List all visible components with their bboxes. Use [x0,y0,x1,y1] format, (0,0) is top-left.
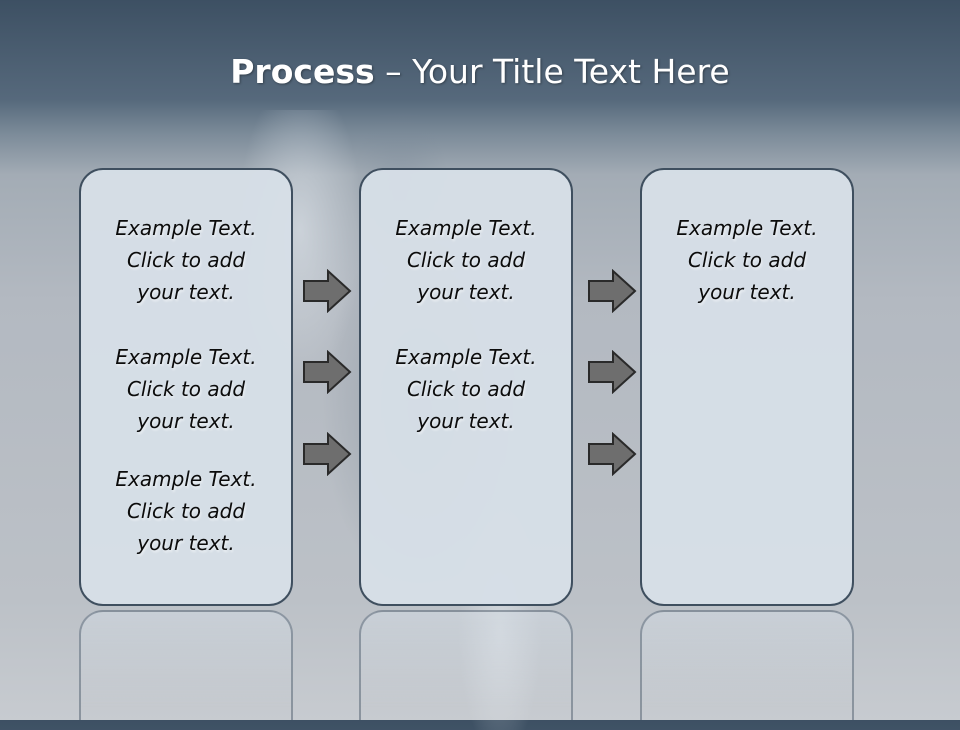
right-arrow-icon [303,432,352,476]
text-line: your text. [417,280,515,304]
text-block[interactable]: Example Text. Click to add your text. [81,463,291,559]
box-reflection [359,610,573,720]
text-line: Click to add [126,499,246,523]
box-reflection [640,610,854,720]
text-line: Click to add [126,248,246,272]
text-line: your text. [137,531,235,555]
text-block[interactable]: Example Text. Click to add your text. [81,341,291,437]
text-line: Click to add [687,248,807,272]
text-line: Example Text. [115,216,257,240]
text-line: Example Text. [115,345,257,369]
text-block[interactable]: Example Text. Click to add your text. [81,212,291,308]
process-box-3[interactable]: Example Text. Click to add your text. [640,168,854,606]
process-box-1[interactable]: Example Text. Click to add your text. Ex… [79,168,293,606]
text-line: Example Text. [395,216,537,240]
text-block[interactable]: Example Text. Click to add your text. [361,212,571,308]
text-block[interactable]: Example Text. Click to add your text. [361,341,571,437]
text-line: Click to add [406,377,526,401]
title-rest: – Your Title Text Here [374,52,730,91]
text-block[interactable]: Example Text. Click to add your text. [642,212,852,308]
text-line: your text. [417,409,515,433]
right-arrow-icon [303,350,352,394]
box-reflection [79,610,293,720]
right-arrow-icon [588,269,637,313]
right-arrow-icon [588,432,637,476]
text-line: Example Text. [395,345,537,369]
text-line: your text. [698,280,796,304]
text-line: Example Text. [676,216,818,240]
text-line: your text. [137,280,235,304]
text-line: Example Text. [115,467,257,491]
text-line: your text. [137,409,235,433]
text-line: Click to add [126,377,246,401]
process-box-2[interactable]: Example Text. Click to add your text. Ex… [359,168,573,606]
title-bold: Process [230,52,375,91]
text-line: Click to add [406,248,526,272]
right-arrow-icon [303,269,352,313]
slide-title[interactable]: Process – Your Title Text Here [0,52,960,91]
right-arrow-icon [588,350,637,394]
